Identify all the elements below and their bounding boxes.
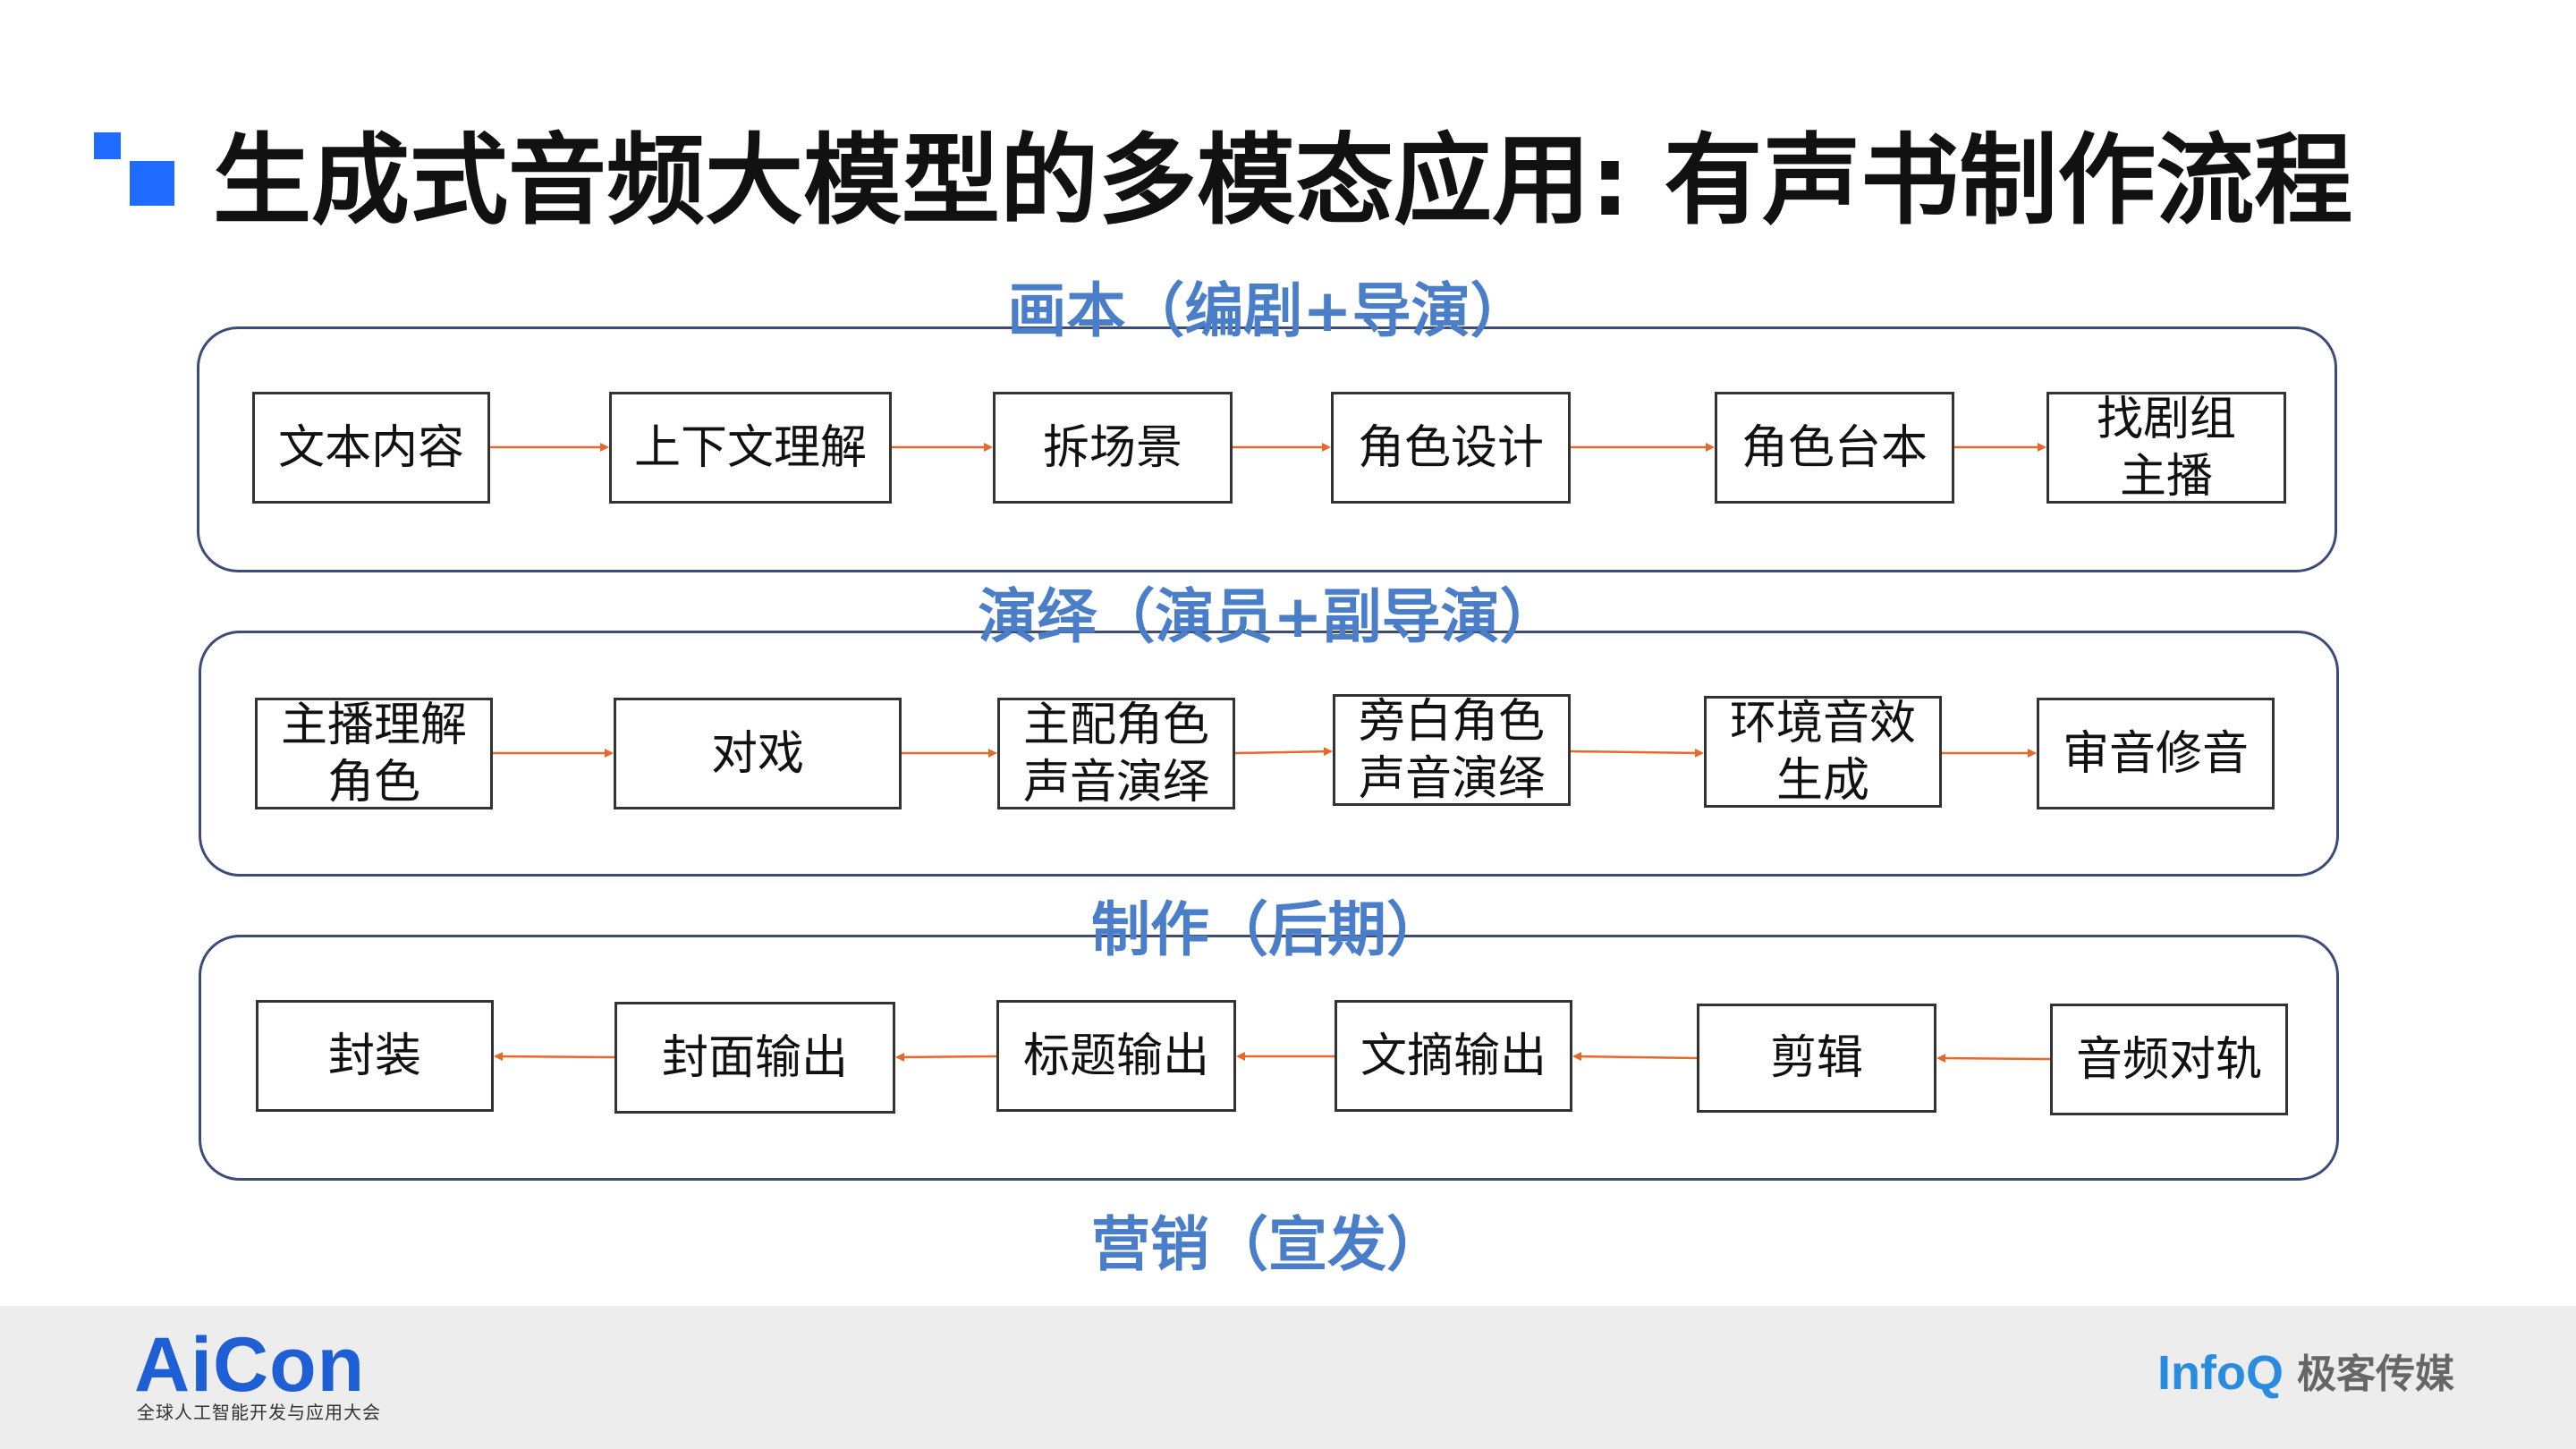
- footer-bar: [0, 1306, 2576, 1449]
- aicon-logo: AiCon: [134, 1322, 366, 1408]
- infoq-logo: InfoQ: [2157, 1346, 2284, 1400]
- title-squares-icon: [94, 132, 174, 213]
- node-host-understands-role: 主播理解 角色: [255, 698, 493, 809]
- arrow-r2-3: [1234, 747, 1333, 757]
- node-find-crew: 找剧组 主播: [2046, 392, 2286, 504]
- node-title-output: 标题输出: [996, 1000, 1236, 1112]
- arrow-r3-1: [1936, 1054, 2051, 1063]
- geekbang-media-logo: 极客传媒: [2297, 1352, 2454, 1397]
- node-excerpt-output: 文摘输出: [1335, 1000, 1572, 1112]
- arrow-r3-4: [895, 1052, 997, 1062]
- node-rehearsal: 对戏: [614, 698, 902, 809]
- node-ambient-sound: 环境音效 生成: [1704, 696, 1942, 808]
- panel-script: [197, 326, 2337, 572]
- page-title: 生成式音频大模型的多模态应用: 有声书制作流程: [213, 123, 2353, 238]
- arrow-r3-2: [1572, 1052, 1698, 1062]
- section-label-script: 画本（编剧+导演）: [1007, 276, 1530, 345]
- node-cover-output: 封面输出: [614, 1002, 895, 1114]
- node-text-content: 文本内容: [252, 392, 490, 504]
- section-label-performance: 演绎（演员+副导演）: [978, 582, 1559, 651]
- node-package: 封装: [256, 1000, 494, 1112]
- node-context-understanding: 上下文理解: [609, 392, 892, 504]
- section-label-marketing: 营销（宣发）: [1091, 1210, 1445, 1279]
- node-audio-alignment: 音频对轨: [2050, 1004, 2288, 1115]
- node-split-scenes: 拆场景: [993, 392, 1233, 504]
- arrow-r3-5: [494, 1052, 615, 1062]
- node-character-design: 角色设计: [1331, 392, 1571, 504]
- node-narrator-voice-acting: 旁白角色 声音演绎: [1333, 694, 1571, 806]
- node-audio-review: 审音修音: [2037, 698, 2275, 809]
- node-editing: 剪辑: [1697, 1004, 1936, 1113]
- node-main-voice-acting: 主配角色 声音演绎: [997, 698, 1235, 809]
- node-character-script: 角色台本: [1715, 392, 1954, 504]
- aicon-subtitle: 全球人工智能开发与应用大会: [137, 1402, 381, 1423]
- section-label-production: 制作（后期）: [1091, 895, 1445, 964]
- arrow-r2-4: [1570, 748, 1704, 758]
